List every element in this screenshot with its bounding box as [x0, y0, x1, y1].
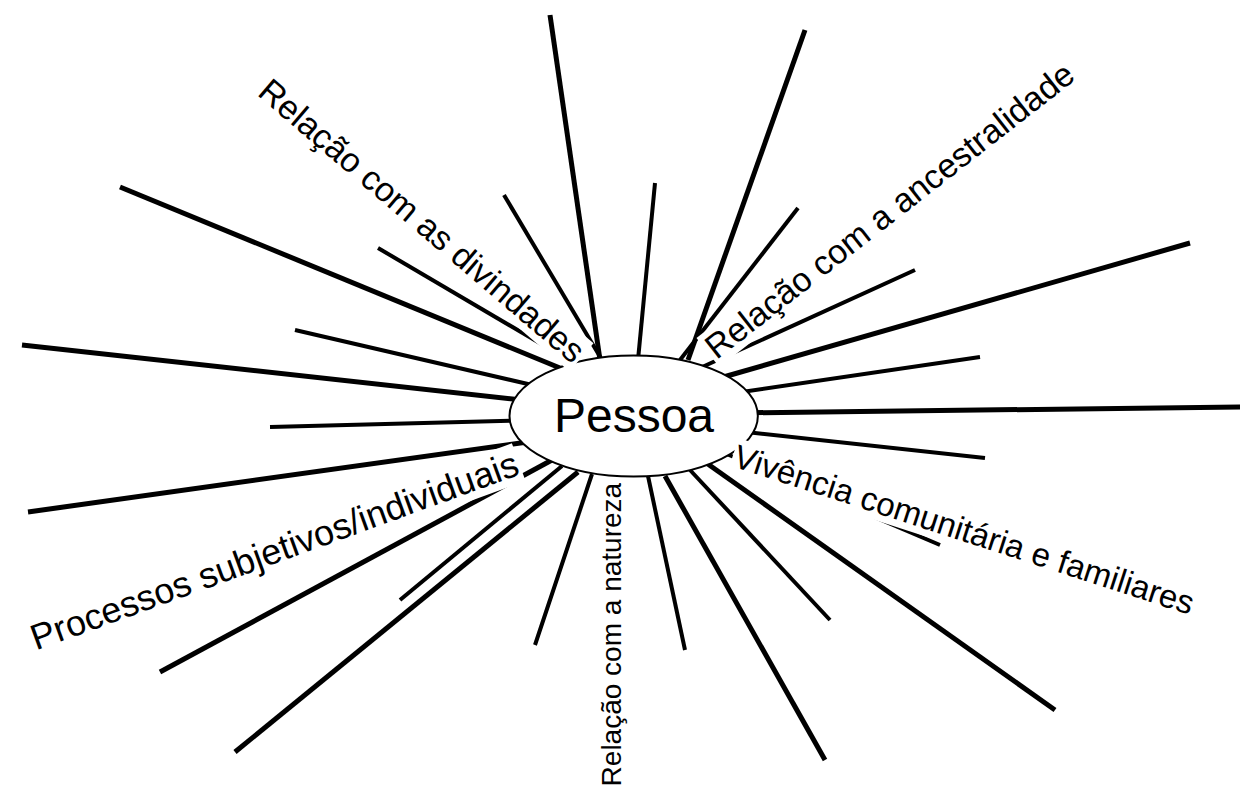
ray: [270, 420, 538, 427]
ray: [665, 476, 825, 760]
person-circle: Pessoa: [508, 354, 759, 478]
ray-label: Relação com a ancestralidade: [696, 53, 1083, 367]
ray: [22, 345, 540, 402]
ray: [732, 407, 1240, 413]
ray: [638, 183, 655, 360]
node-title: Pessoa: [554, 390, 714, 443]
ray: [550, 15, 600, 360]
circle-shape: [510, 356, 758, 477]
ray: [728, 357, 980, 394]
ray-label: Relação com as divindades: [250, 70, 593, 371]
ray-label: Relação com a natureza: [597, 480, 628, 788]
